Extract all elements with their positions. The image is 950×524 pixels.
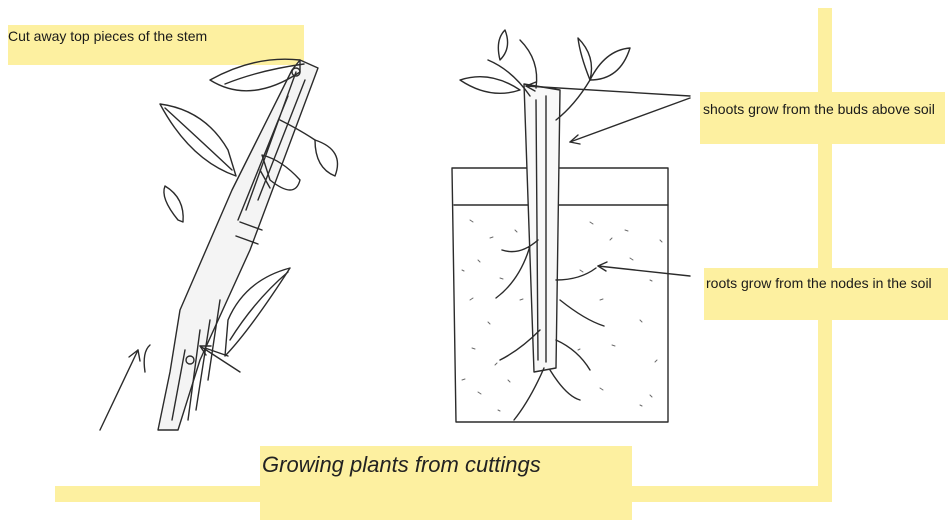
label-cut-away: Cut away top pieces of the stem <box>8 27 304 45</box>
label-shoots: shoots grow from the buds above soil <box>703 100 941 118</box>
potted-cutting-drawing <box>452 30 690 422</box>
label-roots: roots grow from the nodes in the soil <box>706 274 946 292</box>
left-stem-drawing <box>100 59 338 430</box>
figure-caption: Growing plants from cuttings <box>262 452 632 478</box>
